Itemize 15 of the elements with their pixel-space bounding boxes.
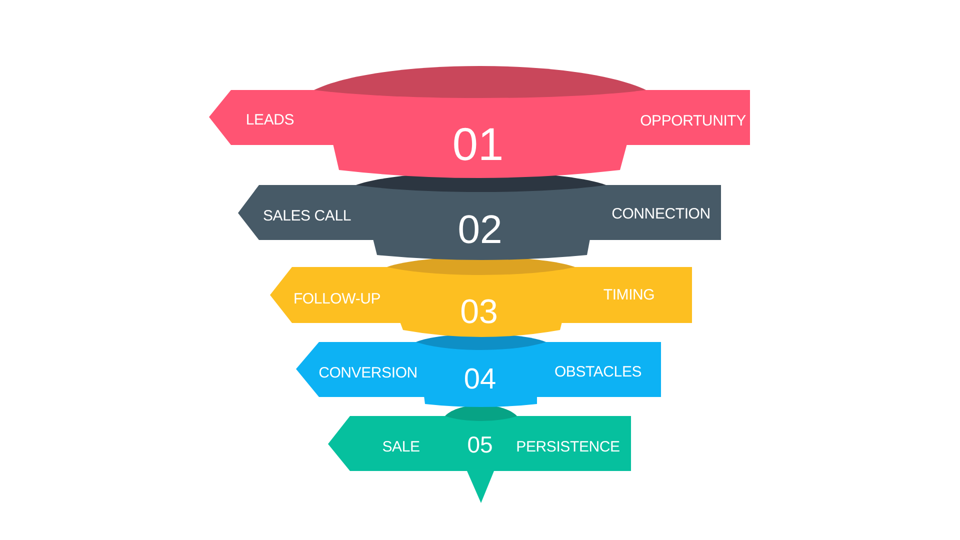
stage-label: OPPORTUNITY <box>640 114 746 128</box>
step-number: 01 <box>452 121 504 167</box>
stage-label: SALES CALL <box>262 208 352 224</box>
step-number: 03 <box>460 295 498 329</box>
stage-label: SALE <box>382 440 420 454</box>
stage-label: OBSTACLES <box>554 364 642 380</box>
stage-label: TIMING <box>603 288 655 302</box>
stage-label: CONVERSION <box>318 366 418 380</box>
stage-label: LEADS <box>246 112 294 128</box>
stage-label: CONNECTION <box>612 206 710 222</box>
stage-label: PERSISTENCE <box>516 440 620 454</box>
step-number: 05 <box>467 434 493 456</box>
step-number: 04 <box>464 366 496 394</box>
stage-label: FOLLOW-UP <box>293 292 381 306</box>
step-number: 02 <box>458 210 502 250</box>
